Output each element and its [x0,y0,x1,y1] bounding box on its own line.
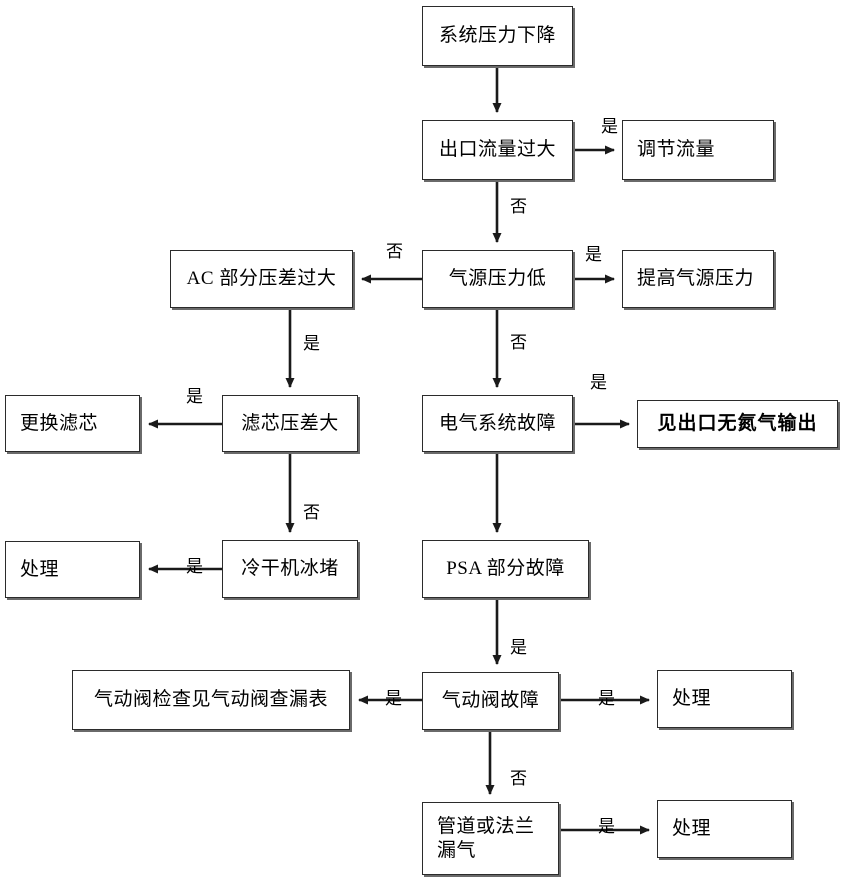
flow-node-n6[interactable]: 提高气源压力 [622,250,774,308]
flow-node-label: 更换滤芯 [20,412,99,434]
flow-node-label: 系统压力下降 [438,25,556,47]
edge-label-e15: 是 [598,817,615,836]
flow-node-n9[interactable]: 电气系统故障 [422,395,573,452]
flow-node-label: 处理 [20,558,60,580]
flow-node-n14[interactable]: 气动阀故障 [422,672,559,730]
flow-node-label: AC 部分压差过大 [186,268,337,290]
flow-node-n2[interactable]: 出口流量过大 [422,120,573,180]
edge-label-e11: 是 [510,638,527,657]
edge-label-e7: 是 [186,387,203,406]
edge-label-e12: 是 [385,689,402,708]
edge-label-e9: 否 [303,503,320,522]
flow-node-n7[interactable]: 滤芯压差大 [222,395,358,452]
edge-label-e5: 是 [303,334,320,353]
edge-label-e10: 是 [186,557,203,576]
flow-node-n1[interactable]: 系统压力下降 [422,6,573,66]
flow-node-label: 出口流量过大 [438,139,556,161]
edge-label-e2: 否 [510,197,527,216]
flow-node-n5[interactable]: AC 部分压差过大 [170,250,353,308]
flow-node-label: 调节流量 [637,139,716,161]
edge-label-e6: 否 [510,333,527,352]
flow-node-n11[interactable]: 冷干机冰堵 [222,540,358,598]
flow-node-label: PSA 部分故障 [446,558,565,580]
flow-node-label: 处理 [672,818,712,840]
flow-node-label: 气源压力低 [448,268,547,290]
edge-label-e14: 否 [510,769,527,788]
flow-node-n16[interactable]: 处理 [657,670,792,728]
flow-node-n8[interactable]: 更换滤芯 [5,395,140,452]
edge-label-e1: 是 [601,117,618,136]
flow-node-label: 滤芯压差大 [241,412,339,434]
flow-node-n17[interactable]: 管道或法兰漏气 [422,802,559,875]
edge-label-e8: 是 [590,373,607,392]
flow-node-n3[interactable]: 调节流量 [622,120,774,180]
flow-node-label: 处理 [672,688,712,710]
flow-node-n15[interactable]: 气动阀检查见气动阀查漏表 [72,670,350,730]
flow-node-label: 气动阀检查见气动阀查漏表 [93,689,328,711]
edge-label-e13: 是 [598,689,615,708]
flow-node-label: 气动阀故障 [441,690,540,712]
flow-node-n12[interactable]: 处理 [5,541,140,598]
edge-label-e3: 否 [386,242,403,261]
flow-node-label: 管道或法兰漏气 [437,815,535,861]
flow-node-n4[interactable]: 气源压力低 [422,250,573,308]
flow-node-n10[interactable]: 见出口无氮气输出 [637,400,838,448]
flow-node-label: 提高气源压力 [637,268,755,290]
flow-node-label: 见出口无氮气输出 [657,413,818,435]
flow-node-n18[interactable]: 处理 [657,800,792,858]
flow-node-n13[interactable]: PSA 部分故障 [422,540,589,598]
flow-node-label: 冷干机冰堵 [241,558,339,580]
edge-label-e4: 是 [585,245,602,264]
flow-node-label: 电气系统故障 [438,412,556,434]
